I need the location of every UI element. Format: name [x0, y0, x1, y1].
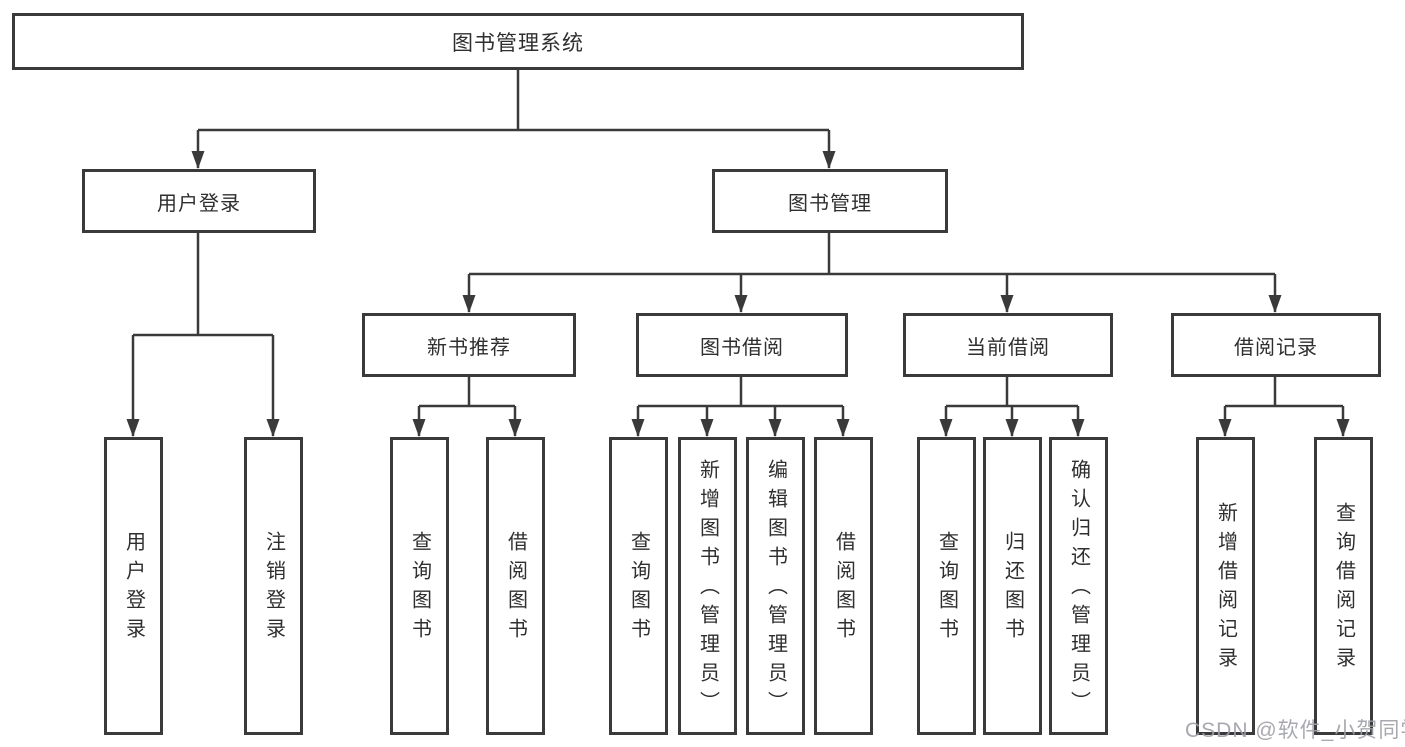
leaf-records-add-borrow-record: 新增借阅记录	[1196, 437, 1255, 735]
leaf-borrowing-add-books-admin: 新增图书（管理员）	[678, 437, 737, 735]
node-user-login: 用户登录	[82, 169, 316, 233]
leaf-current-return-books: 归还图书	[983, 437, 1042, 735]
leaf-newbook-query-books: 查询图书	[390, 437, 449, 735]
leaf-logout: 注销登录	[244, 437, 303, 735]
node-book-management: 图书管理	[712, 169, 948, 233]
leaf-borrowing-edit-books-admin: 编辑图书（管理员）	[746, 437, 805, 735]
node-new-book-recommendation: 新书推荐	[362, 313, 576, 377]
leaf-current-query-books: 查询图书	[917, 437, 976, 735]
leaf-borrowing-borrow-books: 借阅图书	[814, 437, 873, 735]
leaf-records-query-borrow-record: 查询借阅记录	[1314, 437, 1373, 735]
watermark-text: CSDN @软件_小贺同学	[1185, 719, 1405, 742]
node-library-management-system: 图书管理系统	[12, 13, 1024, 70]
leaf-newbook-borrow-books: 借阅图书	[486, 437, 545, 735]
leaf-user-login: 用户登录	[104, 437, 163, 735]
leaf-borrowing-query-books: 查询图书	[609, 437, 668, 735]
leaf-current-confirm-return-admin: 确认归还（管理员）	[1049, 437, 1108, 735]
node-current-borrowing: 当前借阅	[903, 313, 1113, 377]
node-book-borrowing: 图书借阅	[636, 313, 848, 377]
node-borrowing-records: 借阅记录	[1171, 313, 1381, 377]
